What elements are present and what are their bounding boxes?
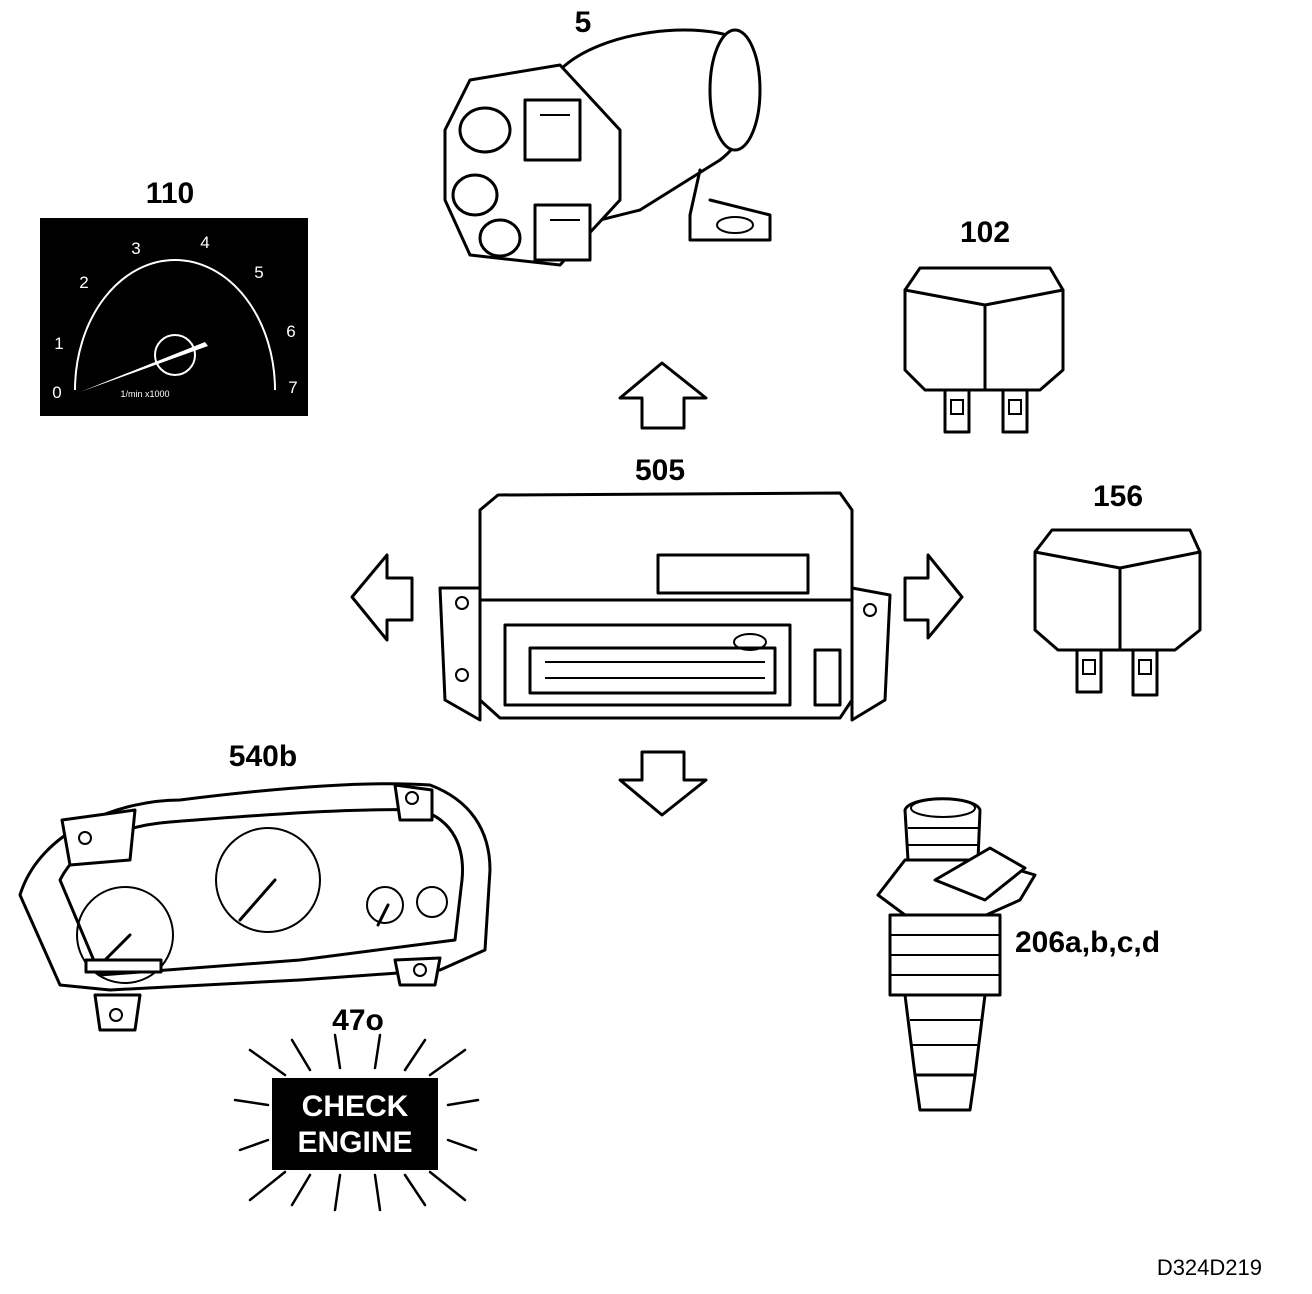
relay-102-illustration (903, 266, 1065, 434)
tach-mark-6: 6 (286, 322, 295, 341)
arrow-left-icon (350, 553, 414, 642)
tach-mark-0: 0 (52, 383, 61, 402)
instrument-cluster-illustration (18, 782, 492, 1032)
component-label-540b: 540b (229, 740, 297, 773)
tach-mark-3: 3 (131, 239, 140, 258)
check-engine-line1: CHECK (302, 1090, 409, 1123)
tach-mark-4: 4 (200, 233, 209, 252)
ignition-coil-illustration (443, 28, 772, 267)
tach-mark-2: 2 (79, 273, 88, 292)
check-engine-line2: ENGINE (297, 1126, 412, 1159)
component-label-110: 110 (146, 177, 194, 210)
relay-156-illustration (1033, 528, 1202, 697)
tachometer-scale: 0 1 2 3 4 5 6 7 1/min x1000 (52, 233, 297, 402)
component-label-505: 505 (635, 454, 685, 487)
tach-subtitle: 1/min x1000 (120, 389, 169, 399)
tach-mark-1: 1 (54, 334, 63, 353)
component-label-47o: 47o (332, 1004, 384, 1037)
tach-mark-5: 5 (254, 263, 263, 282)
tachometer-illustration (40, 218, 308, 416)
component-label-5: 5 (575, 6, 592, 39)
component-label-156: 156 (1093, 480, 1143, 513)
tach-mark-7: 7 (288, 378, 297, 397)
arrow-right-icon (903, 553, 964, 640)
arrow-down-icon (618, 750, 708, 817)
fuel-injector-illustration (876, 797, 1037, 1112)
check-engine-lamp-illustration (233, 1033, 480, 1212)
ecu-illustration (438, 491, 892, 722)
arrow-up-icon (618, 361, 708, 430)
drawing-code: D324D219 (1157, 1255, 1262, 1280)
component-label-102: 102 (960, 216, 1010, 249)
component-label-206: 206a,b,c,d (1015, 926, 1160, 959)
